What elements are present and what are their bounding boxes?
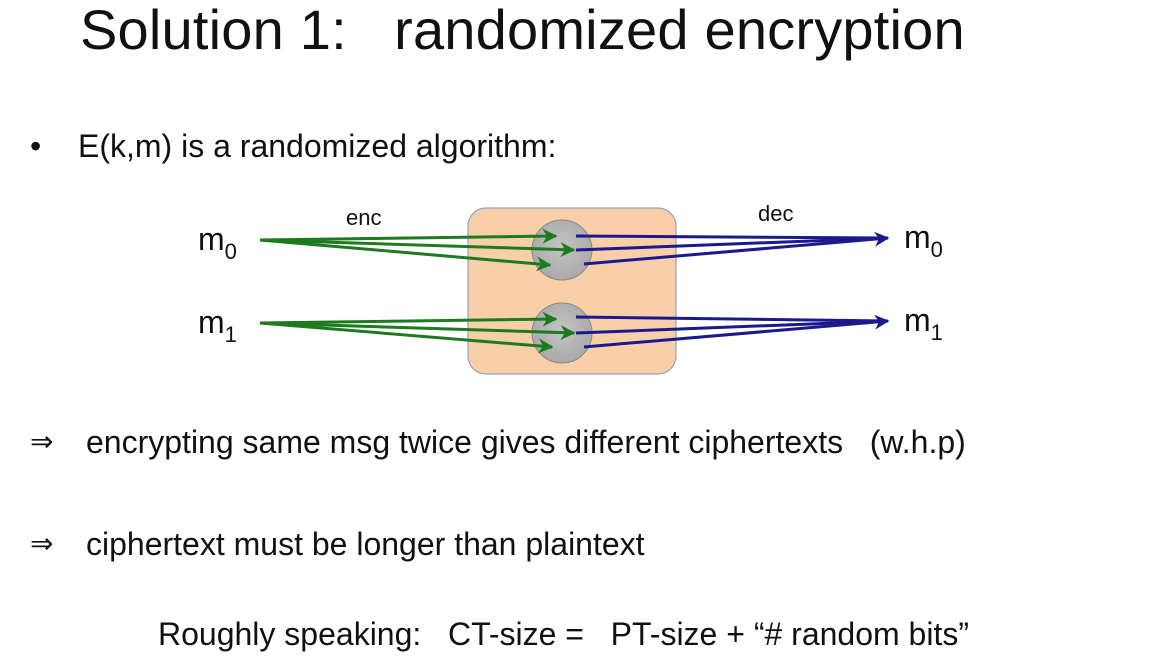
subscript-1: 1 [225, 322, 237, 347]
roughly-speaking-line: Roughly speaking: CT-size = PT-size + “#… [158, 612, 969, 656]
roughly-label: Roughly speaking: [158, 616, 422, 652]
message-m1-left: m1 [198, 304, 237, 347]
enc-label: enc [346, 205, 381, 230]
implies-arrow-icon: ⇒ [30, 425, 54, 458]
dec-label: dec [758, 201, 793, 226]
m-symbol: m [904, 302, 931, 338]
enc-arrows-m0 [259, 228, 576, 272]
subscript-0: 0 [931, 237, 943, 262]
pt-size-rhs: PT-size + “# random bits” [610, 616, 969, 652]
ct-size-lhs: CT-size = [447, 616, 584, 652]
implication-text: ciphertext must be longer than plaintext [86, 526, 645, 562]
bullet-item: • E(k,m) is a randomized algorithm: [30, 124, 556, 168]
subscript-0: 0 [225, 239, 237, 264]
m-symbol: m [198, 221, 225, 257]
m-symbol: m [198, 304, 225, 340]
slide-title: Solution 1: randomized encryption [80, 0, 965, 61]
implication-longer-ciphertext: ⇒ ciphertext must be longer than plainte… [30, 522, 645, 566]
dec-arrows-m0 [575, 231, 890, 266]
bullet-text: E(k,m) is a randomized algorithm: [78, 128, 557, 164]
implication-text: encrypting same msg twice gives differen… [86, 424, 966, 460]
message-m0-right: m0 [904, 219, 943, 262]
implication-different-ciphertexts: ⇒ encrypting same msg twice gives differ… [30, 420, 966, 464]
m-symbol: m [904, 219, 931, 255]
subscript-1: 1 [931, 320, 943, 345]
bullet-dot: • [30, 128, 42, 164]
message-m0-left: m0 [198, 221, 237, 264]
dec-arrows-m1 [575, 314, 890, 349]
implies-arrow-icon: ⇒ [30, 527, 54, 560]
message-m1-right: m1 [904, 302, 943, 345]
enc-arrows-m1 [259, 311, 576, 354]
